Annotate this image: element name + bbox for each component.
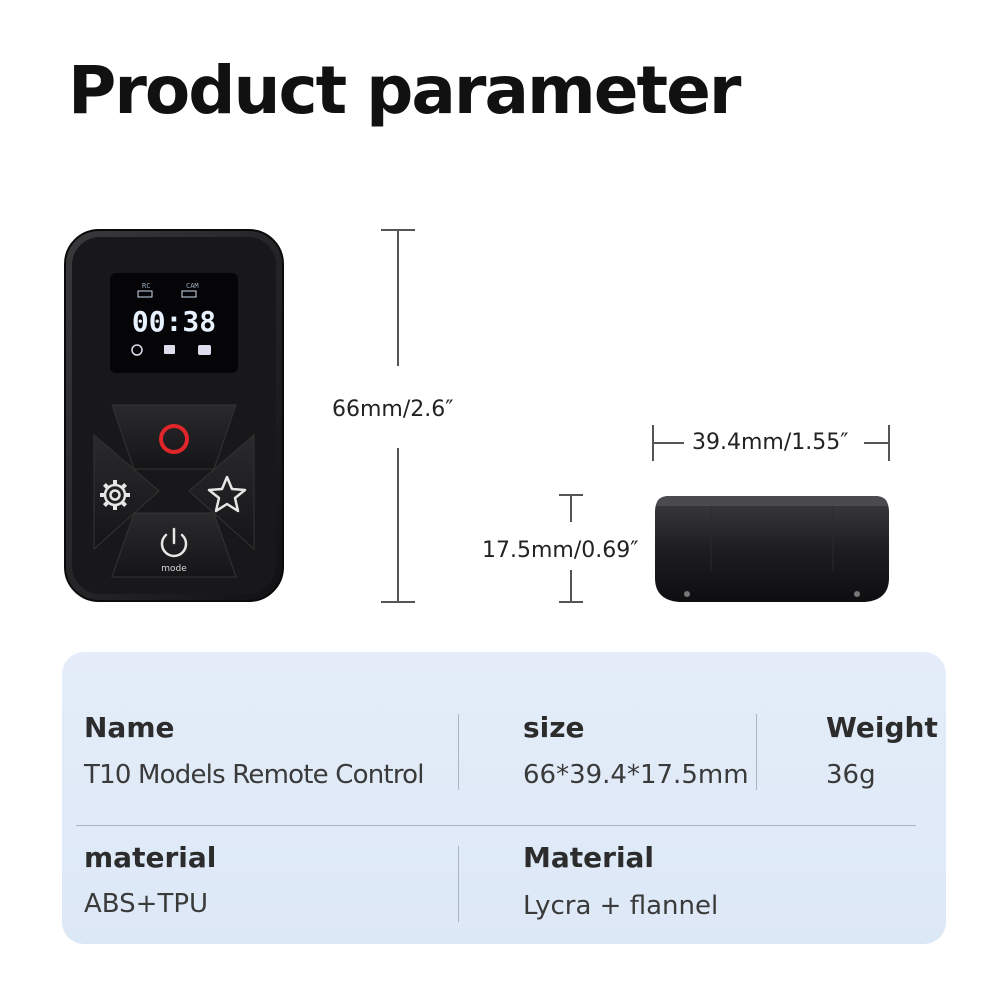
page-title: Product parameter xyxy=(68,52,741,129)
weight-value: 36g xyxy=(826,760,876,790)
row-divider xyxy=(76,825,916,826)
height-dimension-line-top xyxy=(397,229,399,366)
remote-holder-side-image xyxy=(655,496,889,602)
material-value: ABS+TPU xyxy=(84,889,209,919)
column-divider xyxy=(458,846,459,922)
mode-label: mode xyxy=(161,564,187,574)
height-dimension-bottom-tick xyxy=(381,601,415,603)
cover-material-heading: Material xyxy=(523,841,655,874)
highlight-star-icon xyxy=(207,475,247,513)
record-button-icon xyxy=(159,424,189,454)
cam-label: CAM xyxy=(186,282,199,290)
spec-panel xyxy=(62,652,946,944)
width-dimension-label: 39.4mm/1.55″ xyxy=(692,430,849,455)
power-icon xyxy=(160,527,188,558)
camera-icon xyxy=(198,345,211,355)
width-dimension-line-left xyxy=(652,442,684,444)
video-icon xyxy=(164,345,175,354)
column-divider xyxy=(458,714,459,790)
depth-dimension-label: 17.5mm/0.69″ xyxy=(482,538,639,563)
size-heading: size xyxy=(523,711,585,744)
name-value: T10 Models Remote Control xyxy=(84,760,424,790)
depth-dimension-bottom-tick xyxy=(559,601,583,603)
height-dimension-line-bottom xyxy=(397,448,399,603)
cover-material-value: Lycra + flannel xyxy=(523,891,719,921)
weight-heading: Weight xyxy=(826,711,938,744)
depth-dimension-line-top xyxy=(570,494,572,522)
rc-label: RC xyxy=(142,282,150,290)
width-dimension-line-right xyxy=(864,442,890,444)
remote-control-front-image: RC CAM 00:38 mode xyxy=(64,229,284,602)
screen-timer: 00:38 xyxy=(132,305,216,338)
depth-dimension-line-bottom xyxy=(570,570,572,602)
settings-gear-icon xyxy=(100,480,130,510)
timer-icon xyxy=(131,344,143,356)
material-heading: material xyxy=(84,841,217,874)
size-value: 66*39.4*17.5mm xyxy=(523,760,749,790)
name-heading: Name xyxy=(84,711,175,744)
height-dimension-label: 66mm/2.6″ xyxy=(332,397,454,422)
column-divider xyxy=(756,714,757,790)
width-dimension-right-tick xyxy=(888,425,890,461)
